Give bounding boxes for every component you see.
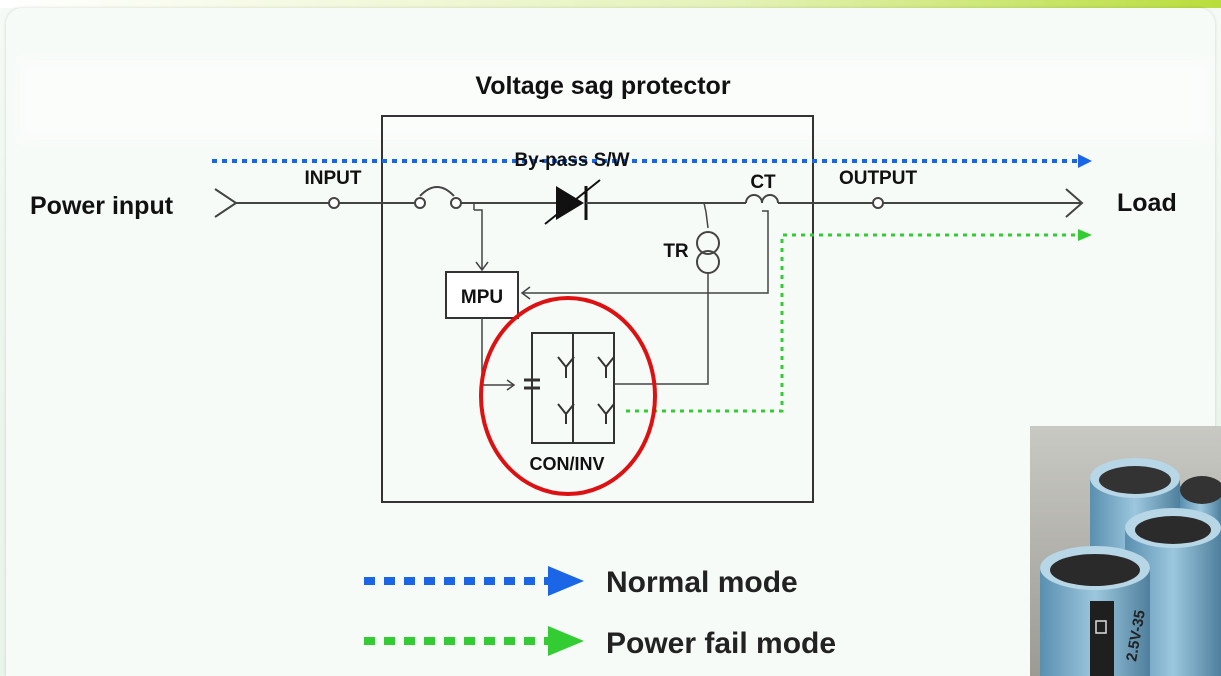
load-label: Load [1117, 189, 1177, 217]
capacitor-photo-art: 2.5V-35 [1030, 426, 1221, 676]
legend-power-fail-arrow-icon [548, 626, 584, 656]
highlight-circle [479, 296, 657, 496]
bypass-gate [544, 179, 601, 225]
ct-feedback-line [522, 210, 769, 294]
ct-label: CT [750, 172, 776, 193]
tr-label: TR [663, 241, 689, 262]
input-chevron [214, 188, 238, 218]
power-fail-arrowhead [1078, 229, 1092, 241]
power-input-label: Power input [30, 192, 174, 220]
capacitor-photo: 2.5V-35 [1030, 426, 1221, 676]
top-accent-bar [0, 0, 1221, 8]
legend-normal-label: Normal mode [606, 566, 798, 599]
power-fail-path [626, 233, 1078, 413]
normal-mode-arrowhead [1078, 154, 1092, 168]
mpu-feed-line [474, 209, 483, 270]
input-terminal [328, 197, 340, 209]
header-glow [20, 60, 1210, 140]
igbt-switch-icons [557, 356, 615, 424]
switch-arc [419, 186, 455, 197]
output-chevron [1065, 188, 1084, 218]
ct-feedback-arrow [520, 286, 531, 300]
output-label: OUTPUT [839, 168, 918, 189]
mpu-feed-arrow [475, 261, 489, 272]
tr-lead-top [694, 202, 709, 229]
mpu-control-arrow [506, 379, 516, 391]
tr-lead-bottom [614, 273, 709, 385]
bypass-label: By-pass S/W [514, 150, 629, 171]
mpu-control-line [481, 318, 514, 386]
input-label: INPUT [305, 168, 362, 189]
legend-normal-arrow-icon [548, 566, 584, 596]
switch-contact-left [414, 197, 426, 209]
mpu-label: MPU [461, 287, 503, 308]
legend-power-fail-label: Power fail mode [606, 627, 836, 660]
switch-contact-right [450, 197, 462, 209]
tr-coil-top-icon [696, 231, 720, 255]
ct-coil-icon [745, 194, 779, 204]
output-terminal [872, 197, 884, 209]
con-inv-label: CON/INV [529, 454, 604, 474]
diagram-title: Voltage sag protector [475, 72, 730, 100]
protector-box [381, 115, 814, 503]
